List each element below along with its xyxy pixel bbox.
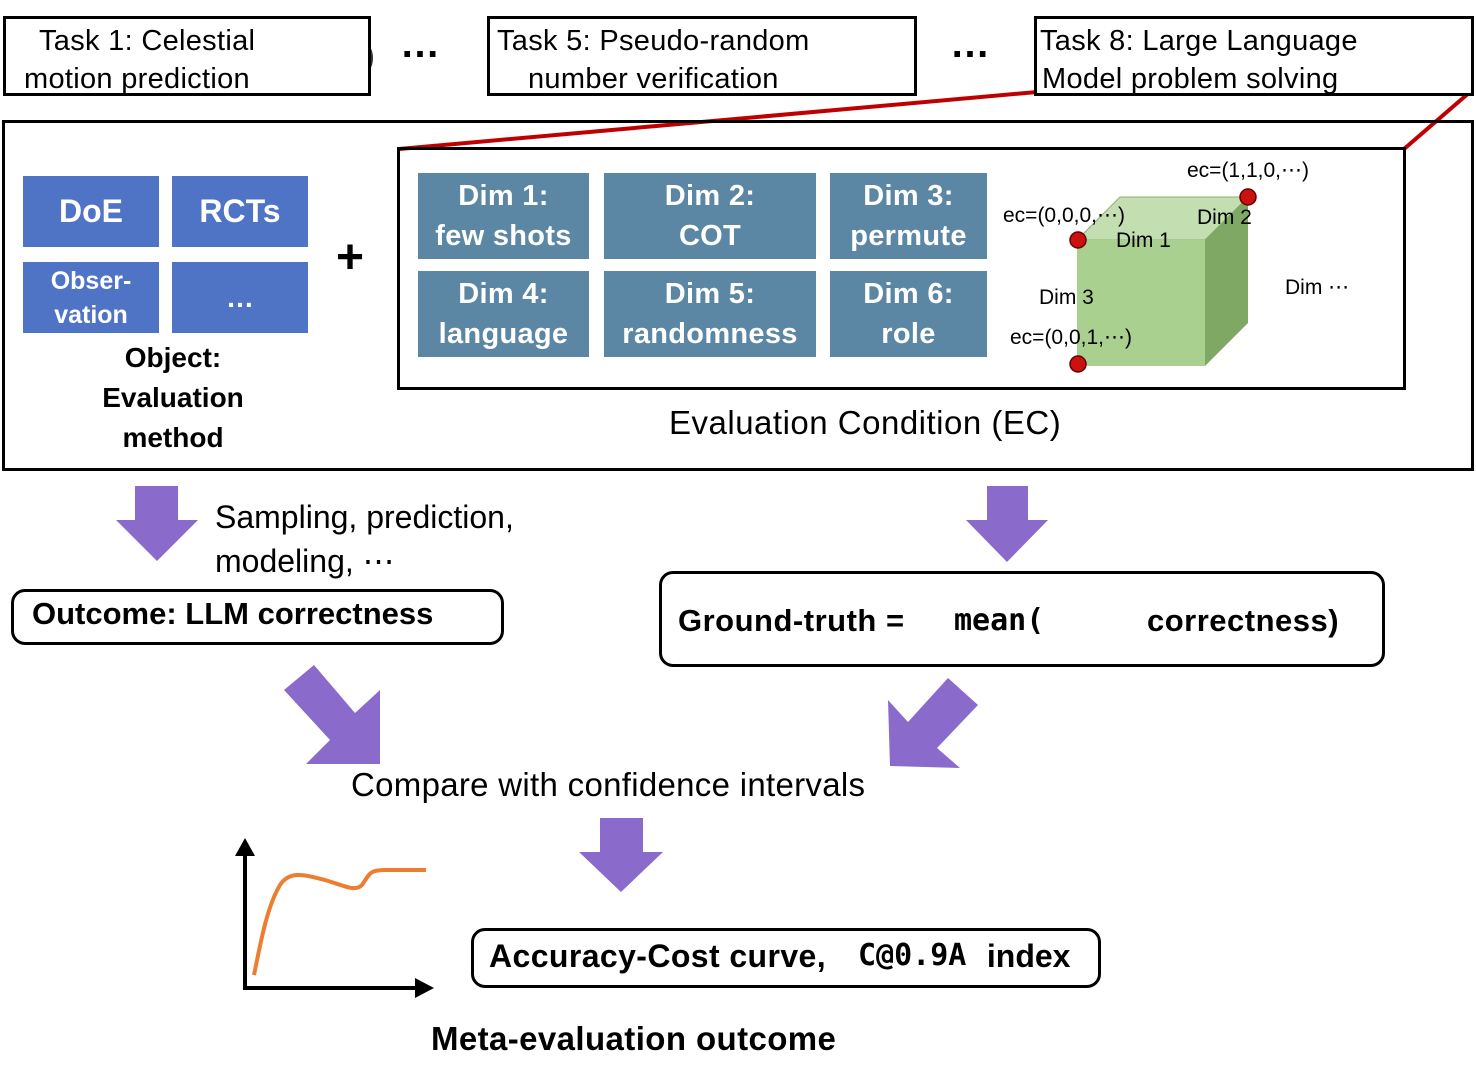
- ec-point-left: [1069, 231, 1087, 249]
- dim-5: Dim 5: randomness: [604, 271, 816, 357]
- ec-label-left: ec=(0,0,0,⋯): [1003, 204, 1125, 227]
- dim-6: Dim 6: role: [830, 271, 987, 357]
- ec-point-bottom: [1069, 355, 1087, 373]
- task-8-line2: Model problem solving: [1042, 63, 1339, 95]
- ec-point-top: [1239, 188, 1257, 206]
- dim-4: Dim 4: language: [418, 271, 589, 357]
- task-ellipsis-2: …: [950, 22, 992, 66]
- arrow-down-center: [579, 818, 663, 892]
- dim-3: Dim 3: permute: [830, 173, 987, 259]
- condition-cube: [1069, 188, 1257, 373]
- dim-2: Dim 2: COT: [604, 173, 816, 259]
- accuracy-suffix: index: [978, 938, 1071, 974]
- arrow-down-left: [116, 486, 198, 561]
- ground-truth-suffix: correctness): [1147, 603, 1340, 638]
- cube-front-face: [1077, 240, 1205, 366]
- task-8-line1: Task 8: Large Language: [1040, 25, 1358, 57]
- task-5-line2: number verification: [528, 63, 779, 95]
- accuracy-prefix: Accuracy-Cost curve,: [489, 938, 836, 974]
- ground-truth-box: [659, 571, 1385, 667]
- ec-label-top: ec=(1,1,0,⋯): [1187, 159, 1309, 182]
- method-caption: Object: Evaluation method: [102, 342, 244, 453]
- task-1-line1: Task 1: Celestial: [39, 25, 256, 57]
- accuracy-cost-plot: [235, 838, 434, 998]
- task-box-1: Task 1: Celestial motion prediction: [3, 16, 371, 96]
- task-ellipsis-1: …: [400, 22, 442, 66]
- task-1-line2: motion prediction: [24, 63, 250, 95]
- cube-dim3-label: Dim 3: [1039, 286, 1094, 309]
- cube-dim1-label: Dim 1: [1116, 229, 1171, 252]
- ground-truth-func: mean(: [954, 603, 1045, 638]
- cube-dim-more-label: Dim ⋯: [1285, 276, 1350, 299]
- accuracy-index: C@0.9A: [858, 938, 967, 973]
- method-doe: DoE: [23, 176, 159, 247]
- task-box-8: Task 8: Large Language Model problem sol…: [1034, 16, 1474, 96]
- arrow-diag-right: [888, 678, 978, 768]
- accuracy-curve: [252, 868, 426, 976]
- ground-truth-prefix: Ground-truth =: [678, 603, 914, 638]
- method-observation: Obser- vation: [23, 262, 159, 333]
- ec-title: Evaluation Condition (EC): [669, 404, 1062, 441]
- ec-box: [397, 147, 1406, 390]
- compare-text: Compare with confidence intervals: [351, 766, 866, 803]
- main-panel: [2, 120, 1474, 471]
- cube-side-face: [1205, 197, 1248, 366]
- meta-evaluation-title: Meta-evaluation outcome: [431, 1020, 837, 1057]
- task-5-line1: Task 5: Pseudo-random: [497, 25, 810, 57]
- outcome-box: [11, 589, 504, 645]
- cube-dim2-label: Dim 2: [1197, 206, 1252, 229]
- arrow-diag-left: [284, 665, 380, 764]
- ec-label-bottom: ec=(0,0,1,⋯): [1010, 326, 1132, 349]
- outcome-text: Outcome: LLM correctness: [32, 596, 434, 631]
- plus-sign: +: [336, 231, 365, 284]
- accuracy-box: [471, 928, 1101, 988]
- dim-1: Dim 1: few shots: [418, 173, 589, 259]
- arrow-down-right: [966, 486, 1048, 562]
- sampling-text: Sampling, prediction, modeling, ⋯: [215, 499, 514, 579]
- method-more: …: [172, 262, 308, 333]
- method-rcts: RCTs: [172, 176, 308, 247]
- task-box-5: Task 5: Pseudo-random number verificatio…: [487, 16, 917, 96]
